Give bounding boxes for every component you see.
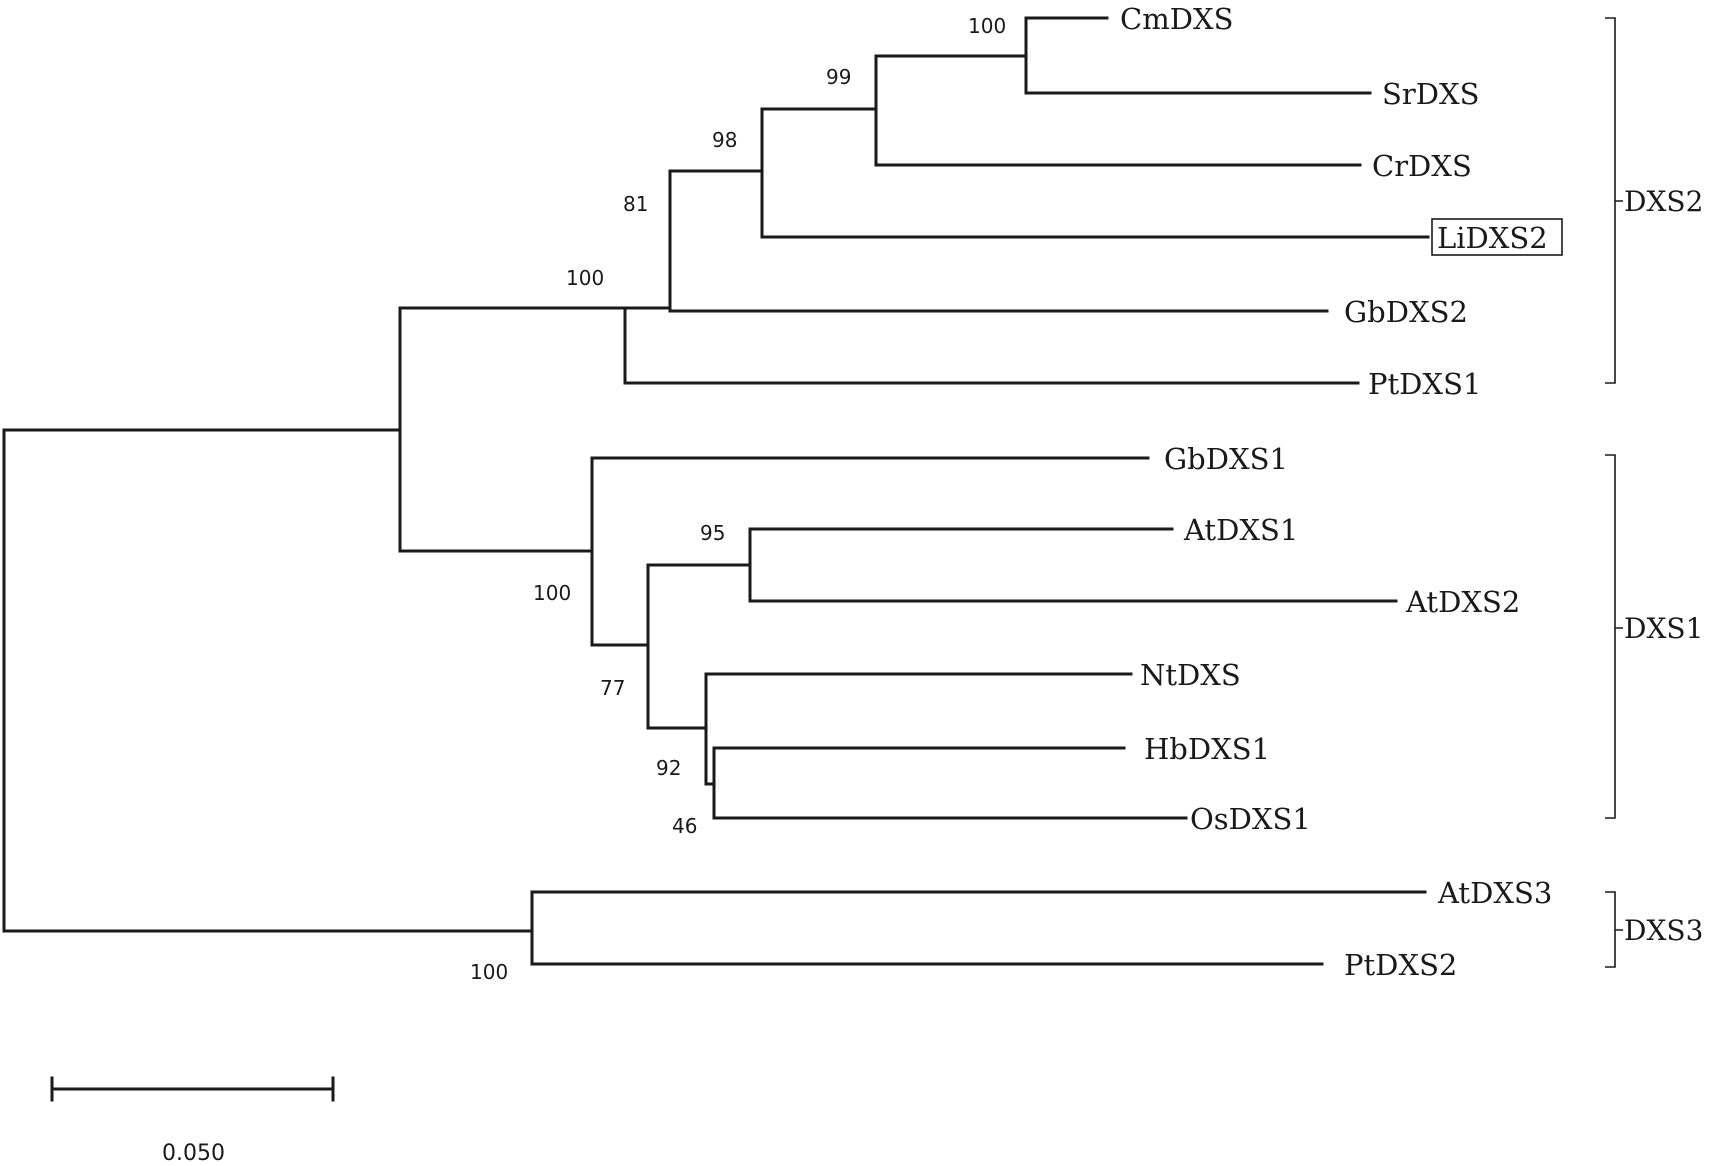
- taxon-label-cmdxs: CmDXS: [1120, 2, 1233, 36]
- taxon-label-ptdxs1: PtDXS1: [1368, 367, 1481, 401]
- bootstrap-li: 98: [712, 128, 737, 152]
- bootstrap-dxs1: 100: [533, 581, 571, 605]
- branch-ntgroup-node: [646, 563, 752, 730]
- bootstrap-dxs2: 100: [566, 266, 604, 290]
- taxon-label-lidxs2: LiDXS2: [1437, 221, 1548, 255]
- highlight-box: [1431, 218, 1563, 256]
- bootstrap-hbos: 46: [672, 814, 697, 838]
- bracket-dxs3: [1605, 891, 1623, 968]
- taxon-label-crdxs: CrDXS: [1372, 149, 1472, 183]
- scale-bar-label: 0.050: [162, 1141, 225, 1166]
- branch-gb2-node: [668, 169, 1329, 313]
- scale-bar-line: [50, 1076, 335, 1102]
- taxon-label-gbdxs2: GbDXS2: [1344, 295, 1468, 329]
- bootstrap-values: 100 99 98 81 100 95 100 77 92 46 100: [470, 14, 1006, 984]
- branch-li-node: [760, 107, 1430, 239]
- bootstrap-gb2: 81: [623, 192, 648, 216]
- tree-branches: [2, 16, 1430, 966]
- bootstrap-ntgroup: 77: [600, 676, 625, 700]
- bootstrap-nthbos: 92: [656, 756, 681, 780]
- branch-at-node: [748, 527, 1398, 603]
- bracket-dxs1: [1605, 454, 1623, 819]
- branch-cr-node: [874, 54, 1362, 167]
- branch-root: [2, 428, 534, 933]
- clade-label-dxs1: DXS1: [1624, 612, 1703, 645]
- bootstrap-at: 95: [700, 521, 725, 545]
- bracket-dxs2: [1605, 17, 1623, 384]
- branch-dxs3-node: [530, 890, 1427, 966]
- taxon-label-ntdxs: NtDXS: [1140, 658, 1241, 692]
- branch-hbos-node: [712, 746, 1188, 820]
- clade-brackets: DXS2 DXS1 DXS3: [1605, 17, 1703, 968]
- taxon-label-ptdxs2: PtDXS2: [1344, 948, 1457, 982]
- taxon-label-osdxs1: OsDXS1: [1190, 802, 1311, 836]
- taxon-label-atdxs1: AtDXS1: [1183, 513, 1298, 547]
- clade-label-dxs3: DXS3: [1624, 914, 1703, 947]
- bootstrap-cm-sr: 100: [968, 14, 1006, 38]
- taxon-labels: CmDXS SrDXS CrDXS LiDXS2 GbDXS2 PtDXS1 G…: [1120, 2, 1563, 982]
- taxon-label-atdxs3: AtDXS3: [1437, 876, 1552, 910]
- bootstrap-dxs3: 100: [470, 960, 508, 984]
- branch-dxs1-root: [590, 456, 1150, 647]
- branch-dxs2-root: [623, 306, 1360, 385]
- clade-label-dxs2: DXS2: [1624, 185, 1703, 218]
- taxon-label-srdxs: SrDXS: [1382, 77, 1480, 111]
- taxon-label-hbdxs1: HbDXS1: [1144, 732, 1270, 766]
- branch-cm-sr-node: [1024, 16, 1372, 95]
- branch-dxs1-dxs2: [398, 306, 627, 553]
- scale-bar: 0.050: [50, 1076, 335, 1166]
- branch-nthbos-node: [704, 672, 1133, 786]
- bootstrap-cmsr-cr: 99: [826, 65, 851, 89]
- taxon-label-atdxs2: AtDXS2: [1405, 585, 1520, 619]
- taxon-label-gbdxs1: GbDXS1: [1164, 442, 1288, 476]
